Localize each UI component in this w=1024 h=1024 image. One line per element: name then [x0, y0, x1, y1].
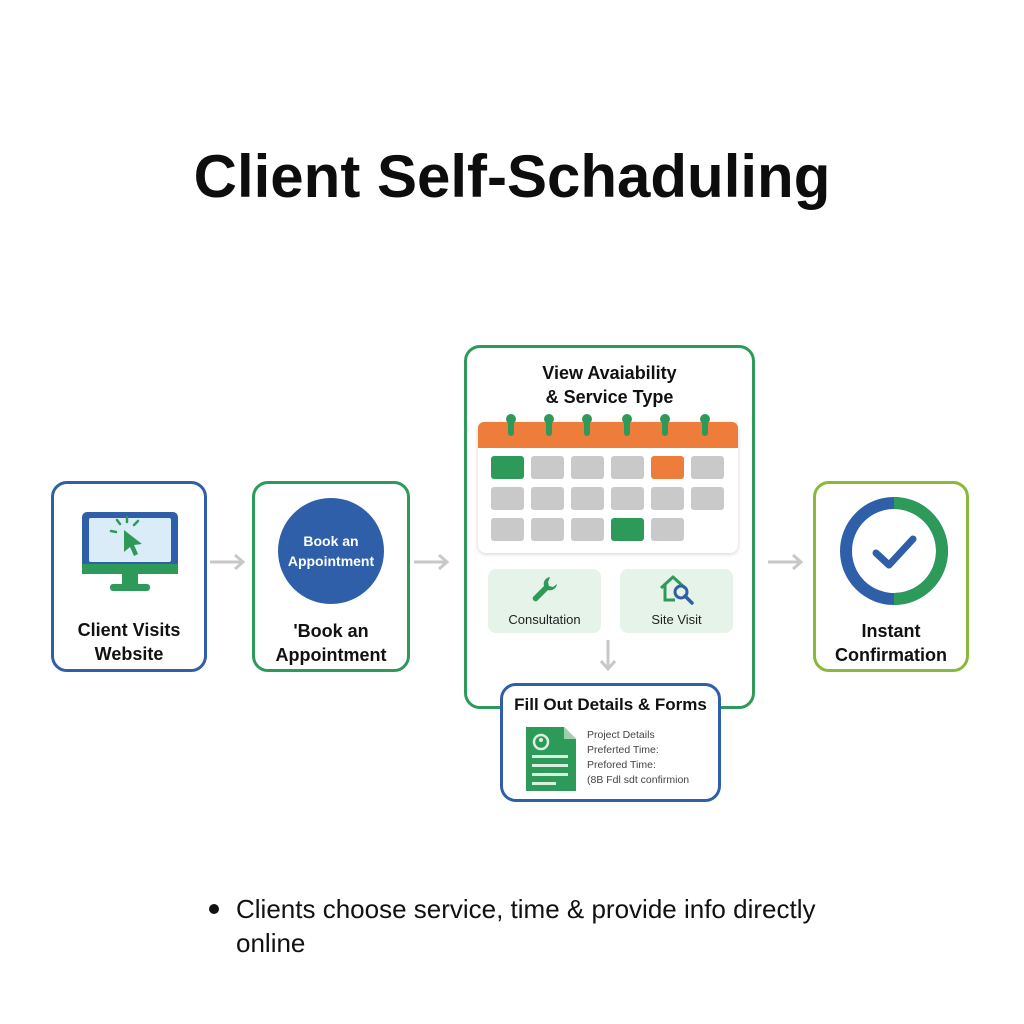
- forms-title: Fill Out Details & Forms: [514, 695, 707, 714]
- badge-line: Appointment: [287, 553, 375, 569]
- bullet-dot: [209, 904, 219, 914]
- step-instant-confirmation: Instant Confirmation: [813, 481, 969, 672]
- step-fill-out-forms: Fill Out Details & Forms Project Details…: [500, 683, 721, 802]
- calendar-day[interactable]: [651, 518, 684, 541]
- label-line: 'Book an: [293, 621, 369, 641]
- calendar-day[interactable]: [571, 487, 604, 510]
- label-line: Client Visits: [77, 620, 181, 640]
- calendar-ring: [660, 414, 670, 436]
- form-field-line: Preferted Time:: [587, 744, 659, 756]
- form-field-line: Project Details: [587, 729, 655, 741]
- calendar-day[interactable]: [611, 518, 644, 541]
- step-client-visits-website: Client Visits Website: [51, 481, 207, 672]
- calendar-ring: [700, 414, 710, 436]
- calendar-ring: [582, 414, 592, 436]
- calendar-day[interactable]: [531, 456, 564, 479]
- availability-calendar[interactable]: [478, 414, 738, 553]
- calendar-day[interactable]: [611, 456, 644, 479]
- label-line: Appointment: [275, 645, 387, 665]
- calendar-day[interactable]: [531, 518, 564, 541]
- step-label: View Avaiability & Service Type: [467, 361, 752, 409]
- service-label: Consultation: [508, 612, 581, 627]
- service-consultation[interactable]: Consultation: [488, 569, 601, 633]
- arrow-right-icon: [210, 553, 246, 571]
- step-book-appointment: Book an Appointment 'Book an Appointment: [252, 481, 410, 672]
- badge-line: Book an: [303, 533, 359, 549]
- calendar-day[interactable]: [691, 456, 724, 479]
- calendar-day[interactable]: [571, 518, 604, 541]
- calendar-ring: [506, 414, 516, 436]
- form-fields: Project Details Preferted Time: Prefored…: [587, 728, 717, 788]
- wrench-icon: [532, 577, 557, 602]
- calendar-day[interactable]: [571, 456, 604, 479]
- calendar-day[interactable]: [651, 487, 684, 510]
- calendar-header: [478, 422, 738, 448]
- checkmark-circle-icon: [840, 497, 948, 605]
- bullet-text: Clients choose service, time & provide i…: [236, 894, 816, 958]
- calendar-day[interactable]: [531, 487, 564, 510]
- step-label: Client Visits Website: [54, 618, 204, 666]
- label-line: Instant: [861, 621, 921, 641]
- calendar-ring: [544, 414, 554, 436]
- calendar-day[interactable]: [691, 487, 724, 510]
- document-form-icon: [526, 727, 576, 791]
- calendar-day[interactable]: [491, 487, 524, 510]
- calendar-ring: [622, 414, 632, 436]
- page-title: Client Self-Schaduling: [193, 143, 831, 210]
- form-field-line: (8B Fdl sdt confirmion: [587, 774, 690, 786]
- form-field-line: Prefored Time:: [587, 759, 656, 771]
- label-line: & Service Type: [545, 387, 674, 407]
- step-label: 'Book an Appointment: [255, 619, 407, 667]
- step-label: Instant Confirmation: [816, 619, 966, 667]
- calendar-day[interactable]: [491, 518, 524, 541]
- house-search-icon: [659, 575, 694, 605]
- arrow-down-icon: [599, 640, 617, 672]
- calendar-day[interactable]: [491, 456, 524, 479]
- book-appointment-badge[interactable]: Book an Appointment: [278, 498, 384, 604]
- service-site-visit[interactable]: Site Visit: [620, 569, 733, 633]
- arrow-right-icon: [768, 553, 804, 571]
- calendar-day[interactable]: [651, 456, 684, 479]
- label-line: Website: [94, 644, 164, 664]
- arrow-right-icon: [414, 553, 450, 571]
- label-line: Confirmation: [835, 645, 947, 665]
- service-label: Site Visit: [651, 612, 702, 627]
- monitor-cursor-icon: [82, 512, 178, 591]
- calendar-day[interactable]: [611, 487, 644, 510]
- label-line: View Avaiability: [542, 363, 677, 383]
